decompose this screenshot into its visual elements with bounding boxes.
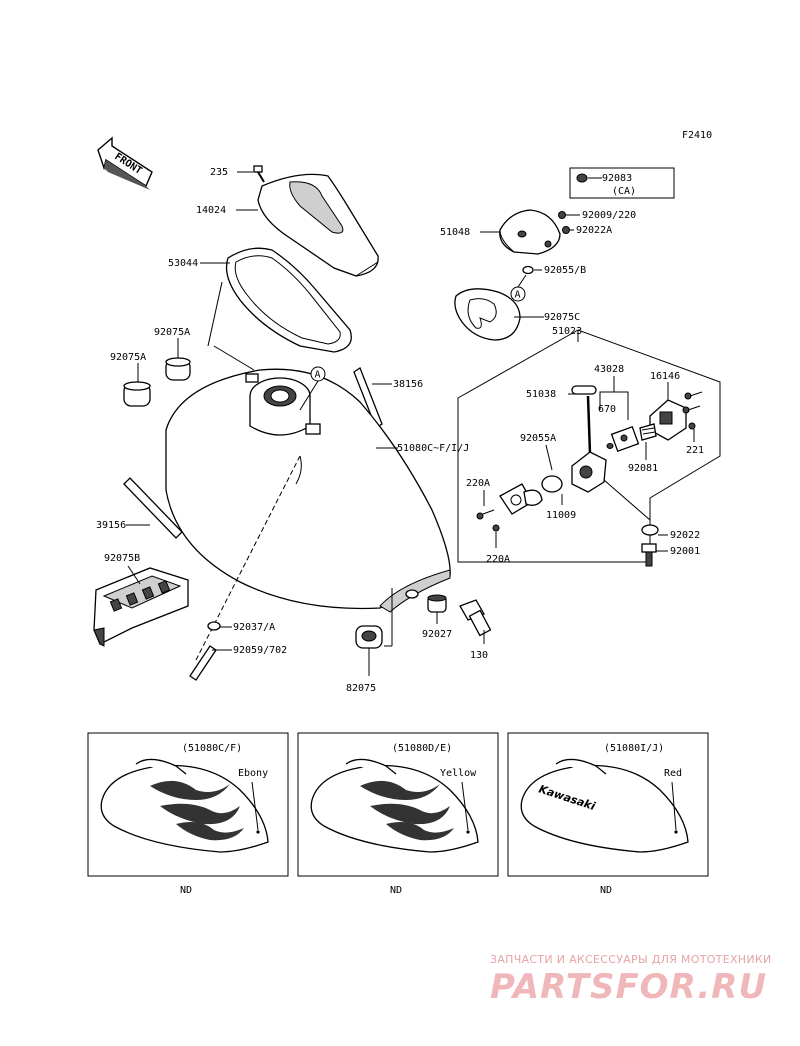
label-14024: 14024 [196, 205, 226, 216]
variant-code-3: (51080I/J) [604, 743, 664, 754]
label-11009: 11009 [546, 510, 576, 521]
label-130: 130 [470, 650, 488, 661]
variant-note-2: ND [390, 885, 402, 896]
variant-code-2: (51080D/E) [392, 743, 452, 754]
ca-box: 92083 (CA) [569, 167, 675, 199]
variant-code-1: (51080C/F) [182, 743, 242, 754]
variant-note-3: ND [600, 885, 612, 896]
label-670: 670 [598, 404, 616, 415]
damper-92075a-upper [165, 357, 191, 381]
variant-box-51080de: (51080D/E) Yellow [297, 732, 499, 877]
bolt-235 [237, 165, 265, 183]
damper-82075 [355, 625, 383, 649]
label-82075: 82075 [346, 683, 376, 694]
pad-92075c [454, 288, 521, 341]
strip-38156 [353, 367, 383, 429]
callout-circle-a-tank: A [299, 366, 326, 411]
variant-color-2: Yellow [440, 768, 477, 779]
screw-220a-top [476, 509, 495, 520]
screws-16146 [682, 391, 703, 430]
cover-16146 [649, 399, 687, 441]
label-220a-top: 220A [466, 478, 490, 489]
label-92022a: 92022A [576, 225, 612, 236]
label-53044: 53044 [168, 258, 198, 269]
label-92037a: 92037/A [233, 622, 275, 633]
label-92022: 92022 [670, 530, 700, 541]
label-92009: 92009/220 [582, 210, 636, 221]
petcock-valve [571, 395, 657, 493]
variant-box-51080cf: (51080C/F) Ebony [87, 732, 289, 877]
tube-92059 [189, 645, 217, 681]
damper-92075a-lower [123, 381, 151, 407]
label-ca: (CA) [612, 186, 636, 197]
label-92075a-lower: 92075A [110, 352, 146, 363]
label-43028: 43028 [594, 364, 624, 375]
label-51048: 51048 [440, 227, 470, 238]
label-51038: 51038 [526, 389, 556, 400]
bolt-130 [459, 599, 492, 637]
oring-92055a [541, 475, 563, 493]
svg-text:A: A [315, 370, 321, 381]
variant-color-1: Ebony [238, 768, 268, 779]
label-92083: 92083 [602, 173, 632, 184]
oring-92055b [522, 265, 542, 275]
variant-note-1: ND [180, 885, 192, 896]
watermark-logo: PARTSFOR.RU [490, 967, 767, 1007]
label-92055a: 92055A [520, 433, 556, 444]
label-39156: 39156 [96, 520, 126, 531]
label-92059: 92059/702 [233, 645, 287, 656]
gasket-53044 [225, 247, 352, 353]
variant-color-3: Red [664, 768, 682, 779]
fuel-tank-51080 [165, 368, 451, 661]
bracket-92075b [93, 567, 189, 647]
label-16146: 16146 [650, 371, 680, 382]
watermark: ЗАПЧАСТИ И АКСЕССУАРЫ ДЛЯ МОТОТЕХНИКИ PA… [490, 953, 772, 1007]
label-221: 221 [686, 445, 704, 456]
label-235: 235 [210, 167, 228, 178]
clip-92037a [207, 621, 221, 631]
screw-92009 [558, 211, 580, 219]
label-92075c: 92075C [544, 312, 580, 323]
label-51080: 51080C~F/I/J [397, 443, 469, 454]
drain-bolt-92001 [641, 543, 668, 567]
label-92055b: 92055/B [544, 265, 586, 276]
watermark-tagline: ЗАПЧАСТИ И АКСЕССУАРЫ ДЛЯ МОТОТЕХНИКИ [490, 953, 772, 966]
label-38156: 38156 [393, 379, 423, 390]
washer-92022 [641, 524, 668, 536]
variant-box-51080ij: Kawasaki (51080I/J) Red [507, 732, 709, 877]
label-51023: 51023 [552, 326, 582, 337]
screw-220a-bottom [492, 524, 500, 532]
tank-cover-14024 [257, 173, 379, 277]
label-92027: 92027 [422, 629, 452, 640]
label-92001: 92001 [670, 546, 700, 557]
oring-670 [606, 443, 614, 449]
washer-92022a [562, 226, 574, 234]
label-92081: 92081 [628, 463, 658, 474]
label-92075a-upper: 92075A [154, 327, 190, 338]
gasket-51038 [571, 385, 597, 395]
fitting-gasket [499, 483, 543, 515]
svg-text:A: A [515, 290, 521, 301]
reference-code: F2410 [682, 130, 712, 141]
collar-92027 [405, 589, 447, 613]
front-arrow-icon: FRONT [97, 136, 153, 190]
label-92075b: 92075B [104, 553, 140, 564]
callout-circle-a-cap: A [510, 274, 527, 302]
label-220a-bottom: 220A [486, 554, 510, 565]
petcock-assembly-box-51023 [457, 329, 721, 563]
fuel-cap-51048 [499, 209, 561, 255]
